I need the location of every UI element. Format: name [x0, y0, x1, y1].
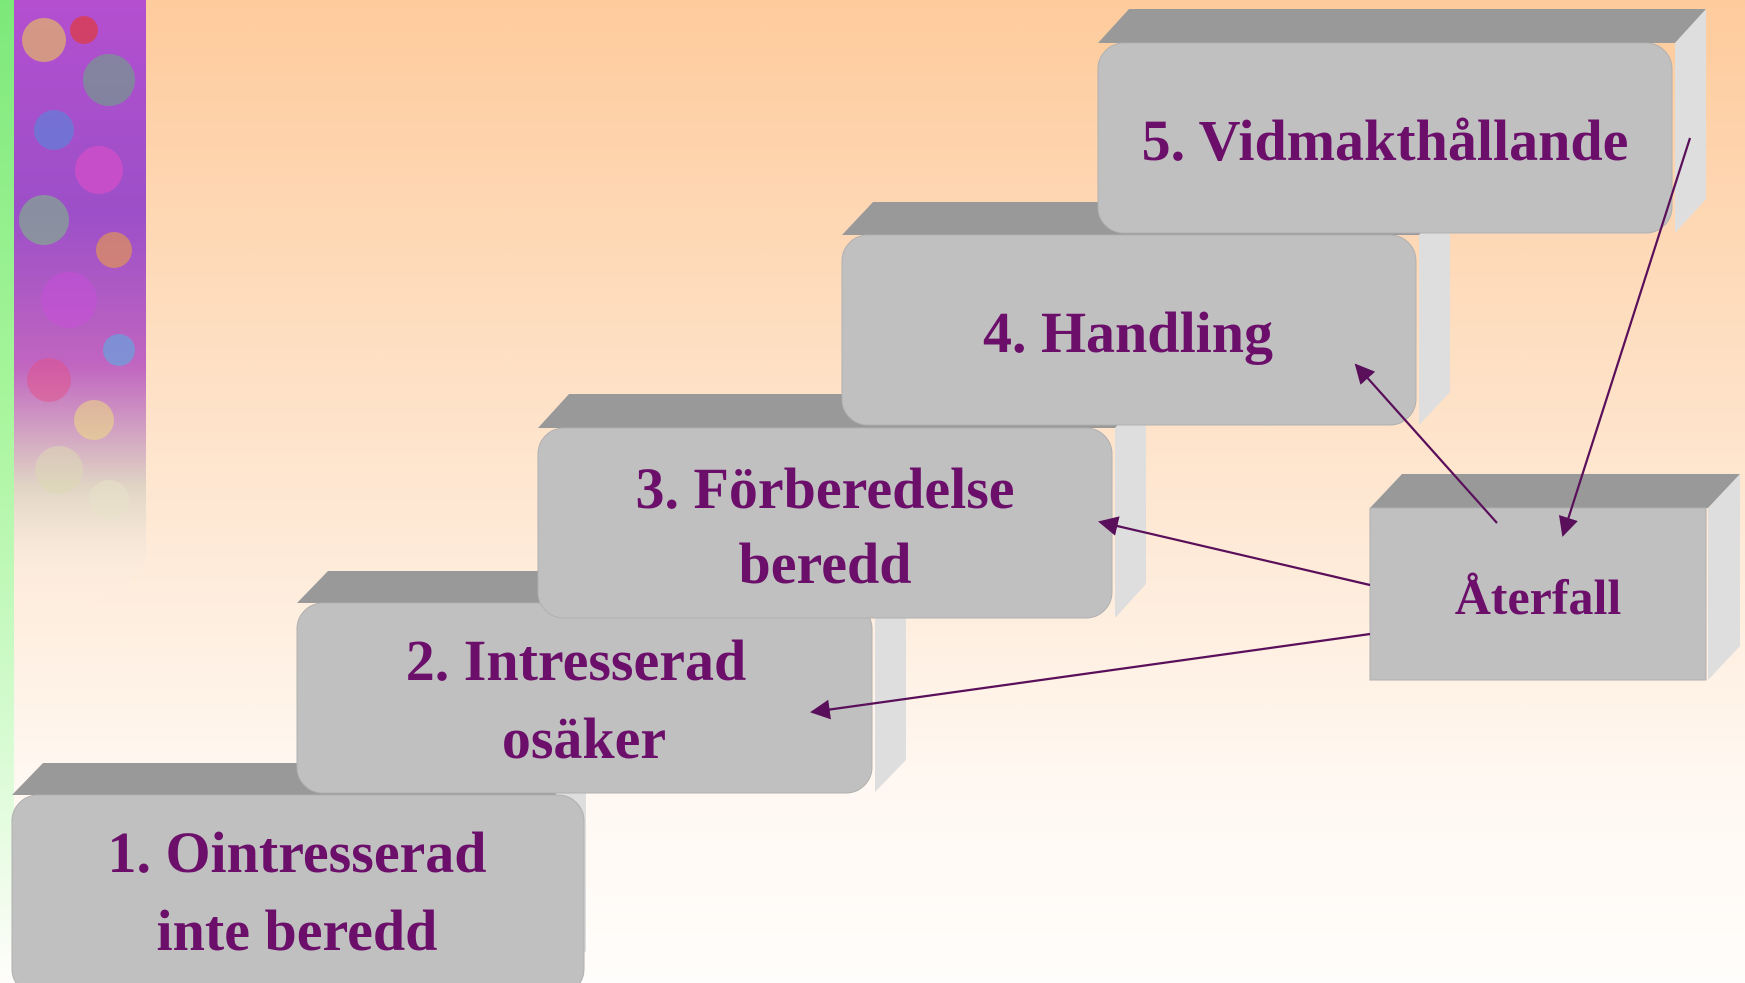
- step-5-label: 5. Vidmakthållande: [1142, 108, 1629, 173]
- step-2-label-line2: osäker: [502, 706, 666, 771]
- step-4-box: 4. Handling: [841, 202, 1450, 426]
- decorative-floral-pattern: [14, 0, 146, 608]
- step-3-label-line1: 3. Förberedelse: [635, 456, 1014, 521]
- arrow-maintenance-to-relapse: [1559, 137, 1692, 537]
- step-2-box: 2. Intresserad osäker: [296, 571, 906, 794]
- arrows: [810, 137, 1692, 720]
- step-1-label-line1: 1. Ointresserad: [107, 820, 486, 885]
- step-4-label: 4. Handling: [983, 300, 1273, 365]
- step-3-label-line2: beredd: [739, 531, 912, 596]
- step-1-box: 1. Ointresserad inte beredd: [11, 763, 586, 983]
- arrow-relapse-to-contemplation: [810, 632, 1371, 720]
- relapse-label: Återfall: [1455, 569, 1622, 625]
- step-1-label-line2: inte beredd: [157, 898, 438, 963]
- arrow-relapse-to-preparation: [1098, 516, 1371, 587]
- relapse-box: Återfall: [1369, 474, 1740, 681]
- step-3-box: 3. Förberedelse beredd: [537, 394, 1146, 619]
- step-2-label-line1: 2. Intresserad: [406, 628, 746, 693]
- decorative-strip: [0, 0, 14, 983]
- step-5-box: 5. Vidmakthållande: [1097, 9, 1706, 234]
- arrow-relapse-to-action: [1354, 363, 1498, 524]
